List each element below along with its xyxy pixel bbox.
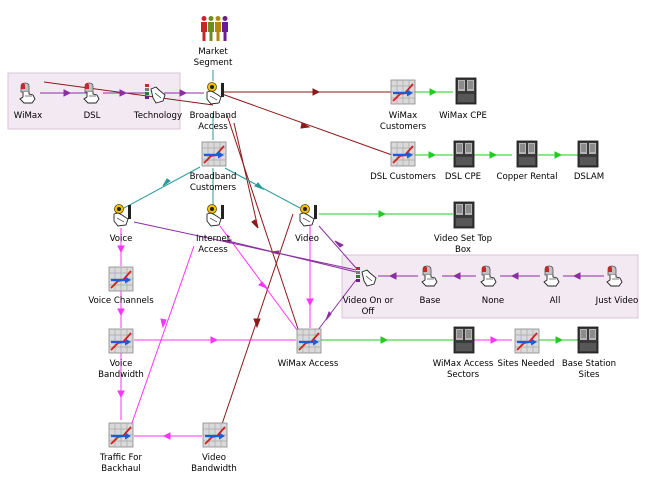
node-technology[interactable]: Technology (133, 83, 182, 121)
node-label-line2: Access (198, 122, 228, 132)
node-label: Voice (110, 234, 133, 244)
node-video[interactable]: Video (295, 204, 319, 245)
node-label: Internet (196, 234, 231, 244)
node-label: WiMax (14, 111, 42, 121)
node-label-line2: Segment (194, 58, 233, 68)
node-label: Copper Rental (496, 172, 557, 182)
grid-chart-icon (295, 327, 323, 355)
node-base[interactable]: Base (417, 263, 443, 306)
node-label: Video On or (343, 296, 394, 306)
node-label: Traffic For (99, 453, 142, 463)
node-label: Just Video (595, 296, 639, 306)
node-label-line2: Off (362, 307, 376, 317)
node-voice-channels[interactable]: Voice Channels (88, 265, 154, 306)
node-dsl-cpe[interactable]: DSL CPE (445, 140, 481, 182)
grid-chart-icon (513, 327, 541, 355)
node-label: Voice Channels (88, 296, 154, 306)
node-label: DSL (84, 111, 101, 121)
node-dslam[interactable]: DSLAM (574, 140, 604, 182)
node-label: WiMax Access (278, 359, 339, 369)
grid-chart-icon (389, 78, 417, 106)
node-label: All (550, 296, 561, 306)
technology-edges (40, 89, 204, 97)
node-label: DSL Customers (370, 172, 436, 182)
node-dsl-choice[interactable]: DSL (79, 80, 105, 121)
node-label-line2: Box (455, 245, 471, 255)
node-label-line2: Access (198, 245, 228, 255)
node-label: Broadband (190, 111, 237, 121)
node-just-video[interactable]: Just Video (595, 263, 639, 306)
cabinet-icon (455, 77, 477, 105)
decision-hand-icon (113, 204, 132, 227)
cabinet-icon (516, 140, 538, 168)
node-dsl-customers[interactable]: DSL Customers (370, 140, 436, 182)
grid-chart-icon (200, 140, 228, 168)
node-label-line2: Backhaul (101, 464, 140, 474)
grid-chart-icon (107, 421, 135, 449)
node-label-line2: Bandwidth (98, 370, 144, 380)
node-label: WiMax Access (433, 359, 494, 369)
node-all[interactable]: All (539, 263, 565, 306)
node-none[interactable]: None (476, 263, 504, 306)
cabinet-icon (577, 140, 599, 168)
node-label: Base (420, 296, 441, 306)
node-label: Video (295, 234, 319, 244)
node-label-line2: Bandwidth (191, 464, 237, 474)
grid-chart-icon (107, 265, 135, 293)
node-label: WiMax CPE (439, 111, 487, 121)
video-options-group (341, 254, 639, 319)
node-label: WiMax (389, 111, 417, 121)
node-wimax-access[interactable]: WiMax Access (278, 327, 339, 369)
node-label: Broadband (190, 172, 237, 182)
node-wimax-choice[interactable]: WiMax (14, 80, 42, 121)
node-label: Video (202, 453, 226, 463)
node-label-line2: Customers (190, 183, 237, 193)
node-label: DSL CPE (445, 172, 481, 182)
node-voice[interactable]: Voice (110, 204, 133, 245)
node-sites-needed[interactable]: Sites Needed (498, 327, 555, 369)
node-copper-rental[interactable]: Copper Rental (496, 140, 558, 182)
grid-chart-icon (201, 421, 229, 449)
decision-hand-icon (206, 82, 225, 105)
cabinet-icon (453, 201, 475, 229)
cabinet-icon (453, 140, 475, 168)
people-icon (201, 16, 228, 41)
node-label: None (482, 296, 504, 306)
video-option-edges (133, 221, 604, 331)
node-label: DSLAM (574, 172, 604, 182)
node-wimax-cpe[interactable]: WiMax CPE (439, 77, 487, 121)
node-label: Market (198, 47, 228, 57)
green-edges (318, 88, 580, 344)
decision-hand-icon (206, 204, 225, 227)
decision-hand-icon (299, 204, 318, 227)
teal-edges (123, 70, 301, 209)
node-label: Technology (133, 111, 182, 121)
node-label-line2: Customers (380, 122, 427, 132)
grid-chart-icon (389, 140, 417, 168)
cabinet-icon (453, 326, 475, 354)
node-label-line2: Sites (579, 370, 600, 380)
node-label: Base Station (562, 359, 616, 369)
node-label-line2: Sectors (447, 370, 480, 380)
grid-chart-icon (107, 327, 135, 355)
cabinet-icon (577, 326, 599, 354)
node-label: Sites Needed (498, 359, 555, 369)
magenta-edges (117, 225, 512, 441)
node-label: Voice (110, 359, 133, 369)
node-label: Video Set Top (434, 234, 492, 244)
